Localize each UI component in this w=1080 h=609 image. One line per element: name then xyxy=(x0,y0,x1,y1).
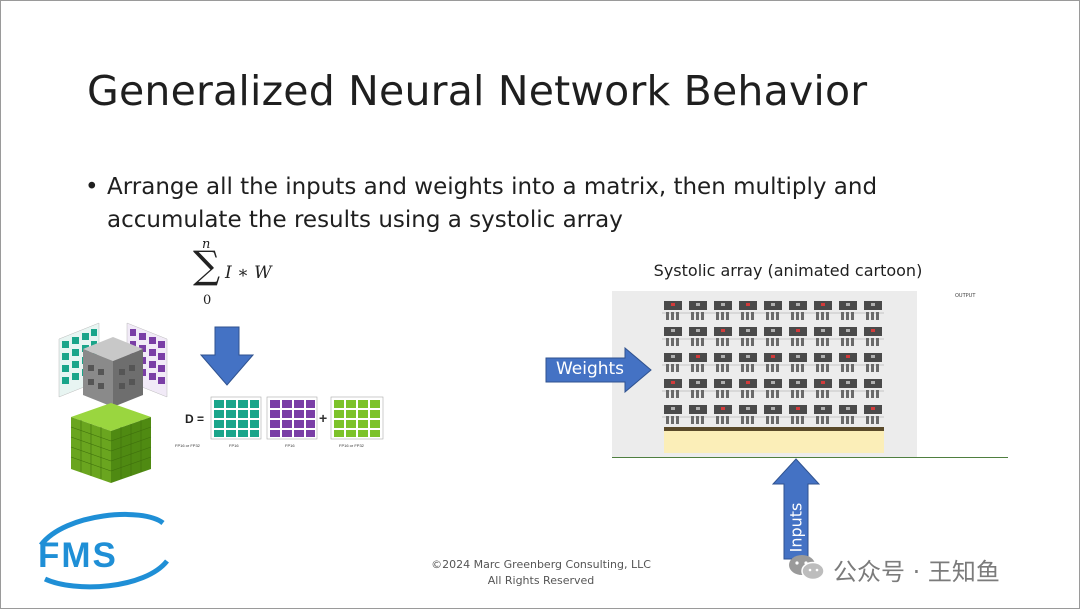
matrix-label-c: FP16 or FP32 xyxy=(339,443,365,448)
accumulator-buffer xyxy=(664,427,884,453)
processing-element xyxy=(739,327,757,346)
processing-element xyxy=(864,379,882,398)
matrix-equation-lhs: D = xyxy=(185,412,204,426)
processing-element xyxy=(689,327,707,346)
bullet-symbol: • xyxy=(85,174,99,200)
footer-line-1: ©2024 Marc Greenberg Consulting, LLC xyxy=(431,558,651,571)
processing-element xyxy=(839,327,857,346)
processing-element xyxy=(814,327,832,346)
down-arrow-icon xyxy=(199,326,255,386)
processing-element xyxy=(714,353,732,372)
summation-upper-limit: n xyxy=(202,237,211,252)
wechat-icon xyxy=(789,555,825,581)
baseline-divider xyxy=(612,457,1008,458)
footer-line-2: All Rights Reserved xyxy=(487,574,595,587)
processing-element xyxy=(764,301,782,320)
inputs-arrow: Inputs xyxy=(771,458,821,560)
processing-element xyxy=(664,379,682,398)
processing-element xyxy=(764,405,782,424)
watermark: 公众号 · 王知鱼 xyxy=(787,552,1000,586)
tensor-core-illustration: D = + xyxy=(58,322,384,483)
processing-element xyxy=(789,353,807,372)
processing-element xyxy=(864,405,882,424)
output-label: OUTPUT xyxy=(955,293,976,299)
processing-element xyxy=(664,405,682,424)
processing-element xyxy=(739,301,757,320)
processing-element xyxy=(764,379,782,398)
processing-element xyxy=(814,353,832,372)
right-arrow-icon xyxy=(545,346,652,394)
sigma-icon: ∑ xyxy=(193,243,221,287)
bullet-text: Arrange all the inputs and weights into … xyxy=(107,174,878,233)
matrix-label-d: FP16 or FP32 xyxy=(175,443,201,448)
processing-element xyxy=(814,405,832,424)
processing-element xyxy=(714,379,732,398)
processing-element xyxy=(714,405,732,424)
footer-copyright: ©2024 Marc Greenberg Consulting, LLC All… xyxy=(421,557,661,589)
weights-label: Weights xyxy=(555,359,625,379)
processing-element xyxy=(689,379,707,398)
fms-logo-text: FMS xyxy=(38,536,118,575)
processing-element xyxy=(864,327,882,346)
processing-element xyxy=(764,327,782,346)
weights-arrow: Weights xyxy=(545,346,653,394)
purple-matrix-icon xyxy=(266,396,318,440)
matrix-label-a: FP16 xyxy=(229,443,239,448)
processing-element xyxy=(814,379,832,398)
summation-expression: I ∗ W xyxy=(225,263,272,283)
processing-element xyxy=(664,327,682,346)
processing-element xyxy=(739,405,757,424)
processing-element xyxy=(689,353,707,372)
processing-element xyxy=(714,327,732,346)
processing-element xyxy=(789,379,807,398)
processing-element xyxy=(739,379,757,398)
compute-cube-icon xyxy=(83,337,143,407)
fms-logo-icon: FMS xyxy=(38,511,169,590)
systolic-array-panel xyxy=(612,291,917,457)
teal-matrix-icon xyxy=(210,396,262,440)
processing-element xyxy=(864,353,882,372)
processing-element xyxy=(664,301,682,320)
summation-formula: n ∑ 0 I ∗ W xyxy=(189,237,289,311)
slide-title: Generalized Neural Network Behavior xyxy=(87,67,868,115)
green-matrix-icon xyxy=(330,396,384,440)
processing-element xyxy=(839,379,857,398)
processing-element xyxy=(689,405,707,424)
processing-element xyxy=(839,353,857,372)
processing-element xyxy=(839,405,857,424)
matrix-label-b: FP16 xyxy=(285,443,295,448)
processing-element xyxy=(689,301,707,320)
processing-element xyxy=(789,327,807,346)
processing-element xyxy=(789,301,807,320)
systolic-caption: Systolic array (animated cartoon) xyxy=(653,261,923,280)
accumulator-cube-icon xyxy=(70,403,152,483)
summation-lower-limit: 0 xyxy=(203,293,212,308)
systolic-array-grid xyxy=(662,301,884,453)
processing-element xyxy=(739,353,757,372)
processing-element xyxy=(814,301,832,320)
processing-element xyxy=(789,405,807,424)
processing-element xyxy=(864,301,882,320)
fms-logo: FMS xyxy=(35,509,175,591)
processing-element xyxy=(714,301,732,320)
processing-element xyxy=(764,353,782,372)
accumulator-buffer-edge xyxy=(664,427,884,431)
processing-element xyxy=(664,353,682,372)
processing-element xyxy=(839,301,857,320)
matrix-equation-operator: + xyxy=(319,410,327,426)
watermark-text: 公众号 · 王知鱼 xyxy=(833,558,1000,586)
